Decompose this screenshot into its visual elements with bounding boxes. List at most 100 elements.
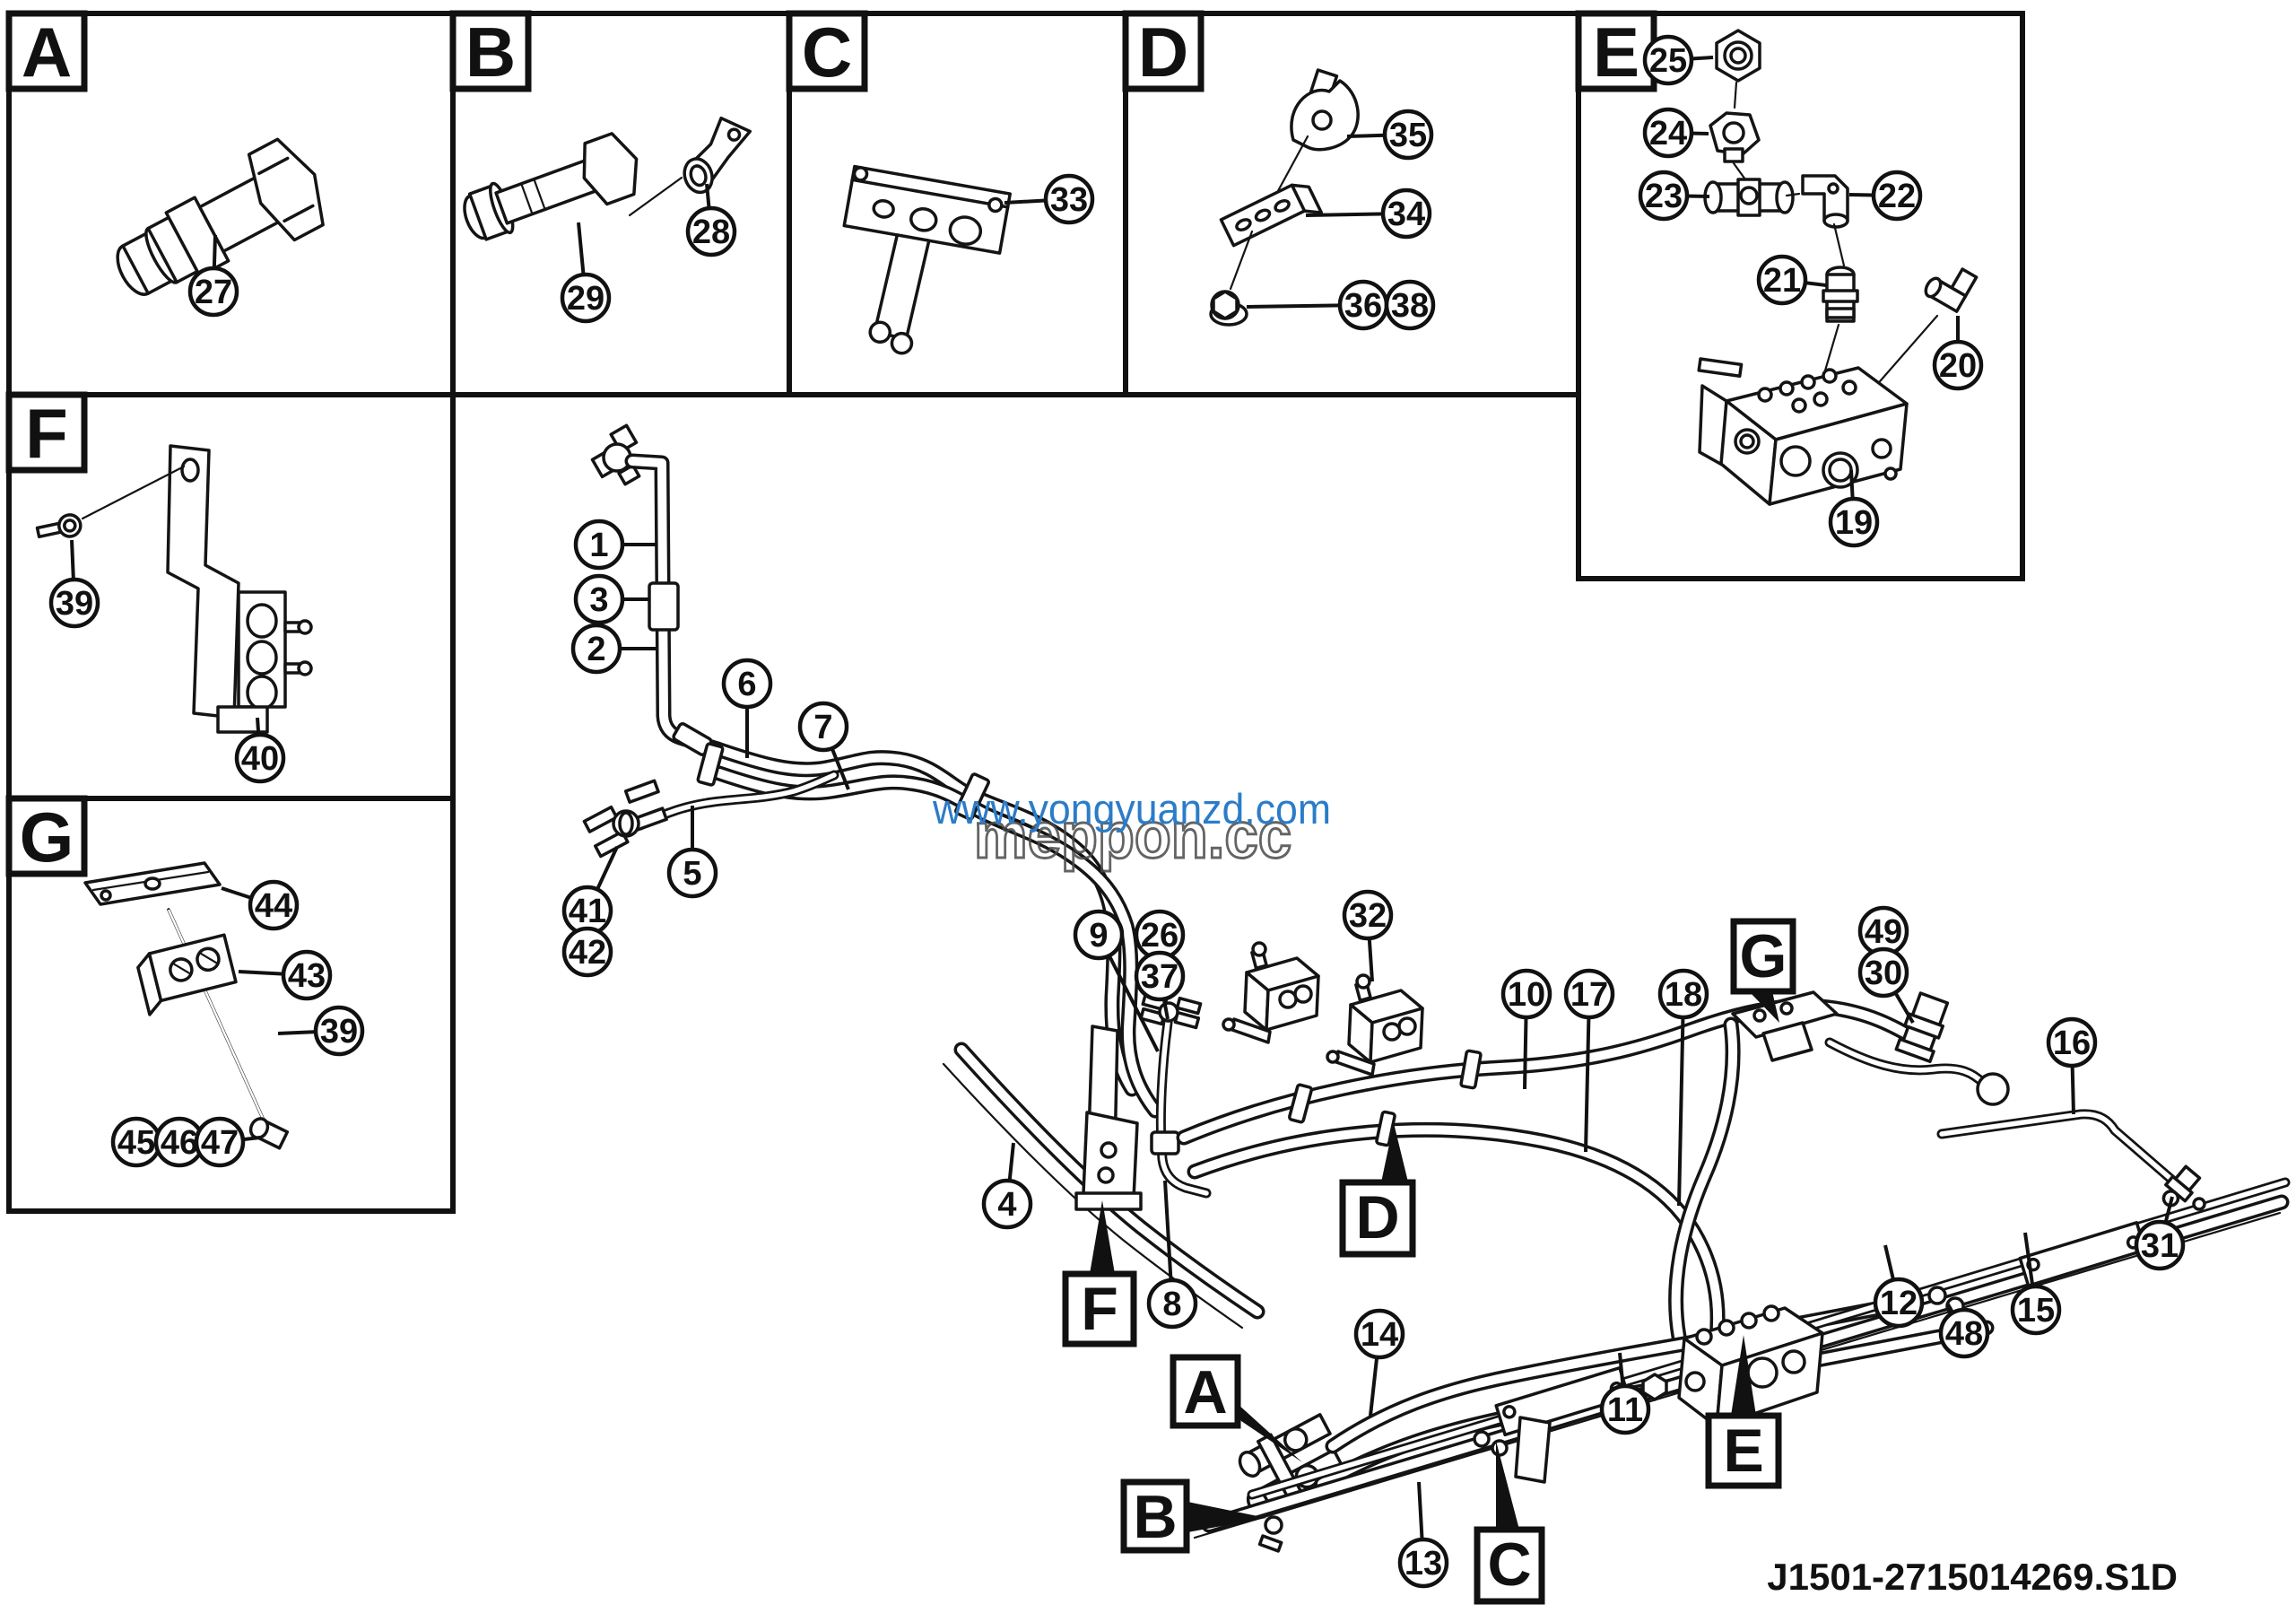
pipe-16 [1936,1109,2180,1188]
callout-31-number: 31 [2141,1227,2179,1265]
callout-13: 13 [1397,1481,1449,1589]
callout-40-circle [234,732,286,784]
callout-39: 39 [48,539,100,629]
part-33-clamp-bracket [842,164,1012,355]
part-29-bolt-fitting [463,132,639,241]
panel-A-label-box [5,10,88,92]
pipe-1-top-clamp [590,423,641,486]
callout-32: 32 [1342,889,1394,982]
callout-35-number: 35 [1389,117,1427,154]
callout-7-circle [797,701,849,753]
callout-20: 20 [1932,316,1984,391]
callout-6-circle [721,658,773,710]
marker-G-label: G [1740,922,1787,990]
marker-E-arrow [1731,1335,1756,1416]
panel-B: B [449,10,792,397]
marker-G: G [1730,918,1796,1023]
panel-E-frame [1576,11,2025,581]
callout-1-circle [573,519,625,571]
callout-2: 2 [570,623,656,675]
callout-40: 40 [234,717,286,784]
hose-17 [1187,1121,1726,1347]
callout-45: 45 [110,1116,162,1168]
callout-38: 38 [1384,279,1436,331]
panel-C: C [786,10,1128,397]
marker-B-box [1120,1478,1190,1554]
callout-29-circle [560,272,612,324]
callout-15: 15 [2010,1232,2062,1336]
callout-14: 14 [1353,1308,1405,1417]
watermark-brand: meppon.cc [974,800,1292,872]
callout-21-circle [1756,254,1808,306]
callout-10-number: 10 [1508,976,1545,1014]
callout-17: 17 [1563,968,1615,1153]
callout-18: 18 [1657,968,1709,1207]
panel-B-label-box [449,10,532,92]
callout-9: 9 [1073,909,1160,1052]
callout-34: 34 [1305,187,1432,240]
callout-21: 21 [1756,254,1827,306]
callout-11-number: 11 [1607,1391,1643,1429]
callout-18-number: 18 [1665,976,1702,1014]
callout-37-number: 37 [1141,958,1178,996]
marker-B-label: B [1133,1483,1177,1551]
part-44-plate [83,861,222,906]
callout-15-circle [2010,1284,2062,1336]
callout-21-number: 21 [1763,262,1801,300]
callout-42-number: 42 [569,934,606,972]
callout-48-number: 48 [1945,1315,1983,1353]
callout-48-circle [1938,1307,1990,1359]
panel-G-label: G [20,798,74,876]
callout-10: 10 [1500,968,1552,1090]
callout-49-number: 49 [1865,913,1902,951]
part-34-plate [1219,183,1324,248]
callout-6-number: 6 [737,666,756,703]
marker-F-label: F [1081,1275,1118,1343]
part-21-connector [1822,266,1859,323]
callout-12-number: 12 [1880,1285,1918,1322]
clamp-block-32 [1326,973,1424,1077]
callout-9-number: 9 [1089,917,1108,955]
callout-42-circle [561,926,613,978]
callout-10-circle [1500,968,1552,1020]
callout-13-number: 13 [1405,1545,1442,1583]
callout-45-number: 45 [117,1124,155,1162]
callout-38-number: 38 [1391,287,1429,325]
callout-16: 16 [2046,1016,2098,1115]
marker-C-label: C [1487,1530,1531,1599]
marker-E: E [1705,1335,1782,1489]
callout-17-circle [1563,968,1615,1020]
callout-33: 33 [1004,173,1095,225]
callout-33-number: 33 [1050,181,1088,219]
part-25-nut [1715,29,1761,83]
callout-22: 22 [1848,170,1923,222]
callout-48: 48 [1938,1304,1990,1359]
callout-26: 26 [1134,909,1186,997]
marker-E-label: E [1723,1417,1763,1485]
callout-39-number: 39 [320,1013,358,1051]
callout-42: 42 [561,926,613,978]
callout-3-circle [573,573,625,625]
callout-14-circle [1353,1308,1405,1360]
callout-8-circle [1146,1278,1198,1330]
callout-32-circle [1342,889,1394,941]
callout-46: 46 [153,1116,205,1168]
callout-43-circle [281,949,333,1001]
crossbar-bracket-2 [2018,1221,2147,1287]
part-41-42-clamp [582,779,668,859]
callout-31-circle [2134,1219,2186,1271]
callout-44: 44 [221,879,300,931]
part-27-fitting [116,137,325,296]
marker-D-label: D [1355,1183,1399,1251]
callout-44-number: 44 [255,887,292,925]
callout-25: 25 [1642,34,1714,86]
callout-43-number: 43 [288,957,326,995]
callout-37: 37 [1134,950,1186,1020]
callout-9-circle [1073,909,1125,961]
callout-16-circle [2046,1016,2098,1068]
callout-1-number: 1 [589,527,608,564]
part-23-tee-fitting [1703,178,1795,217]
marker-E-box [1705,1412,1782,1489]
